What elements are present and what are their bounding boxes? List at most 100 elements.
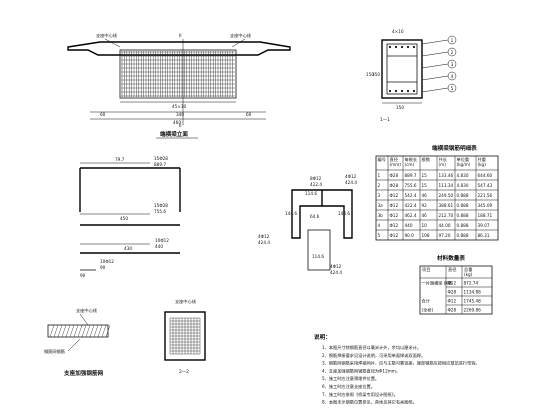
note-line: 3、钢筋网钢筋采用焊接网片，应与主筋可靠连接，端部钢筋应按相应规范进行弯钩。 — [322, 360, 480, 367]
callout-number: 2 — [451, 50, 454, 55]
callout-leader — [421, 75, 449, 81]
r3-a: 10Φ12 — [100, 259, 114, 264]
r1-mid-len: 450 — [120, 216, 128, 221]
material-table-cell: 合计 — [422, 298, 430, 305]
rebar-table-cell: 1 — [378, 173, 381, 178]
support-reinforcement: 支座中心线 钢筋网钢筋 支座加强钢筋网 支座中心线 2—2 — [44, 298, 206, 377]
material-table-cell: (全桥) — [422, 307, 434, 314]
support-hatch — [49, 324, 111, 338]
rebar-table-cell: 462.4 — [405, 213, 417, 218]
rebar-dot — [394, 89, 398, 93]
hatch-line — [97, 324, 103, 338]
st-b: 422.4 — [310, 182, 322, 187]
st-a: 8Φ12 — [310, 176, 322, 181]
r2-b: 440 — [155, 244, 163, 249]
rebar-table-cell: 46 — [422, 193, 428, 198]
rebar-table-cell: 422.4 — [405, 203, 417, 208]
rebar-table-cell: 15 — [422, 173, 428, 178]
rebar-dot — [412, 89, 416, 93]
rebar-table-header: 共长 — [439, 156, 448, 163]
hatch-line — [89, 324, 95, 338]
callout-number: 4 — [451, 74, 454, 79]
callout-leader — [421, 39, 449, 45]
section-2-2-outline — [164, 311, 206, 361]
rebar-table-cell: Φ28 — [390, 183, 399, 188]
material-table-cell: 872.74 — [464, 281, 479, 286]
rebar-table-header: (mm) — [390, 162, 402, 167]
rebar-table-cell: 90.0 — [405, 233, 415, 238]
rebar-table-cell: 97.20 — [439, 233, 451, 238]
hatch-line — [93, 324, 99, 338]
rebar-table-cell: 4 — [378, 223, 381, 228]
callout-circle — [447, 83, 457, 93]
rebar-table-cell: 133.46 — [439, 173, 454, 178]
callout-leader — [421, 87, 449, 93]
st-bot: 114.6 — [312, 254, 324, 259]
material-table-title: 材料数量表 — [437, 254, 465, 262]
rebar-table-header: 共重 — [478, 156, 486, 163]
hatch-line — [77, 324, 83, 338]
rebar-table-cell: 188.71 — [478, 213, 493, 218]
st-c: 4Φ12 — [258, 234, 270, 239]
material-table-header: 直径 — [448, 266, 456, 272]
material-table-cell: 1134.88 — [464, 290, 482, 295]
leader-mesh — [67, 338, 81, 352]
rebar-table-header: (kg) — [478, 162, 487, 167]
leader-small-a — [79, 313, 89, 326]
dim-bot-total: 460 — [173, 120, 181, 125]
rebar-dot — [400, 89, 404, 93]
rebar-mesh-label: 钢筋网钢筋 — [44, 348, 65, 355]
r1-top-b: 889.7 — [154, 162, 166, 167]
rebar-table-header: 直径 — [390, 156, 398, 162]
material-table-cell: Φ28 — [448, 308, 457, 313]
dim-bot-left: 60 — [100, 112, 106, 117]
section-width-dim: 150 — [396, 105, 404, 110]
rebar-dot — [406, 89, 410, 93]
rebar-table-cell: Φ12 — [390, 223, 399, 228]
rebar-table-header: 根数 — [422, 156, 431, 163]
end-beam-elevation: II II 支座中心线 支座中心线 45×10 60 340 60 460 端横… — [67, 32, 291, 139]
rebar-table-cell: 388.61 — [439, 203, 454, 208]
st-mid: 64.6 — [310, 214, 320, 219]
r3-len: 90 — [80, 273, 86, 278]
r1-left: 79.7 — [115, 157, 125, 162]
hatch-line — [69, 324, 75, 338]
rebar-table-cell: Φ12 — [390, 233, 399, 238]
material-table-cell: 一片端横梁 钢筋 — [422, 280, 453, 287]
notes-title: 说明： — [314, 333, 331, 341]
st-right-top: 4Φ12 — [345, 174, 357, 179]
callout-circle — [447, 71, 457, 81]
rebar-table-cell: 440 — [405, 223, 413, 228]
support-plate — [47, 324, 109, 338]
material-table-cell: 1745.48 — [464, 299, 482, 304]
notes-lines: 1、本图尺寸除钢筋直径以毫米计外，余均以厘米计。2、钢筋焊接要求见设计说明，可采… — [322, 344, 480, 406]
support-centerline-right-label: 支座中心线 — [230, 32, 252, 39]
rebar-table-cell: 542.4 — [405, 193, 417, 198]
section-2-2-mesh — [169, 317, 201, 355]
material-table-cell: Φ12 — [448, 299, 457, 304]
st-side: 144.6 — [285, 211, 297, 216]
rebar-table: 端横梁钢筋明细表 编号直径(mm)每根长(cm)根数共长(m)单位重(kg/m)… — [375, 144, 499, 241]
r1-top-a: 15Φ28 — [154, 156, 168, 161]
section-height-dim: 150 — [366, 72, 374, 77]
section-inner — [386, 43, 418, 95]
rebar-table-cell: 889.7 — [405, 173, 417, 178]
section-2-2-title: 2—2 — [179, 369, 189, 375]
callout-circle — [447, 35, 457, 45]
note-line: 5、施工时应注意预埋件位置。 — [322, 375, 379, 382]
rebar-table-cell: 46 — [422, 213, 428, 218]
rebar-table-header: 编号 — [378, 156, 386, 163]
callout-number: 3 — [451, 62, 454, 67]
leader-right — [231, 38, 246, 48]
rebar-table-cell: Φ28 — [390, 173, 399, 178]
rebar-dot — [406, 45, 410, 49]
rebar-table-cell: 0.888 — [457, 223, 469, 228]
rebar-dot — [388, 45, 392, 49]
rebar-table-cell: 86.31 — [478, 233, 490, 238]
r2-a: 10Φ12 — [155, 238, 169, 243]
rebar-table-cell: 4.830 — [457, 183, 469, 188]
hatch-line — [105, 324, 111, 338]
hatch-line — [61, 324, 67, 338]
